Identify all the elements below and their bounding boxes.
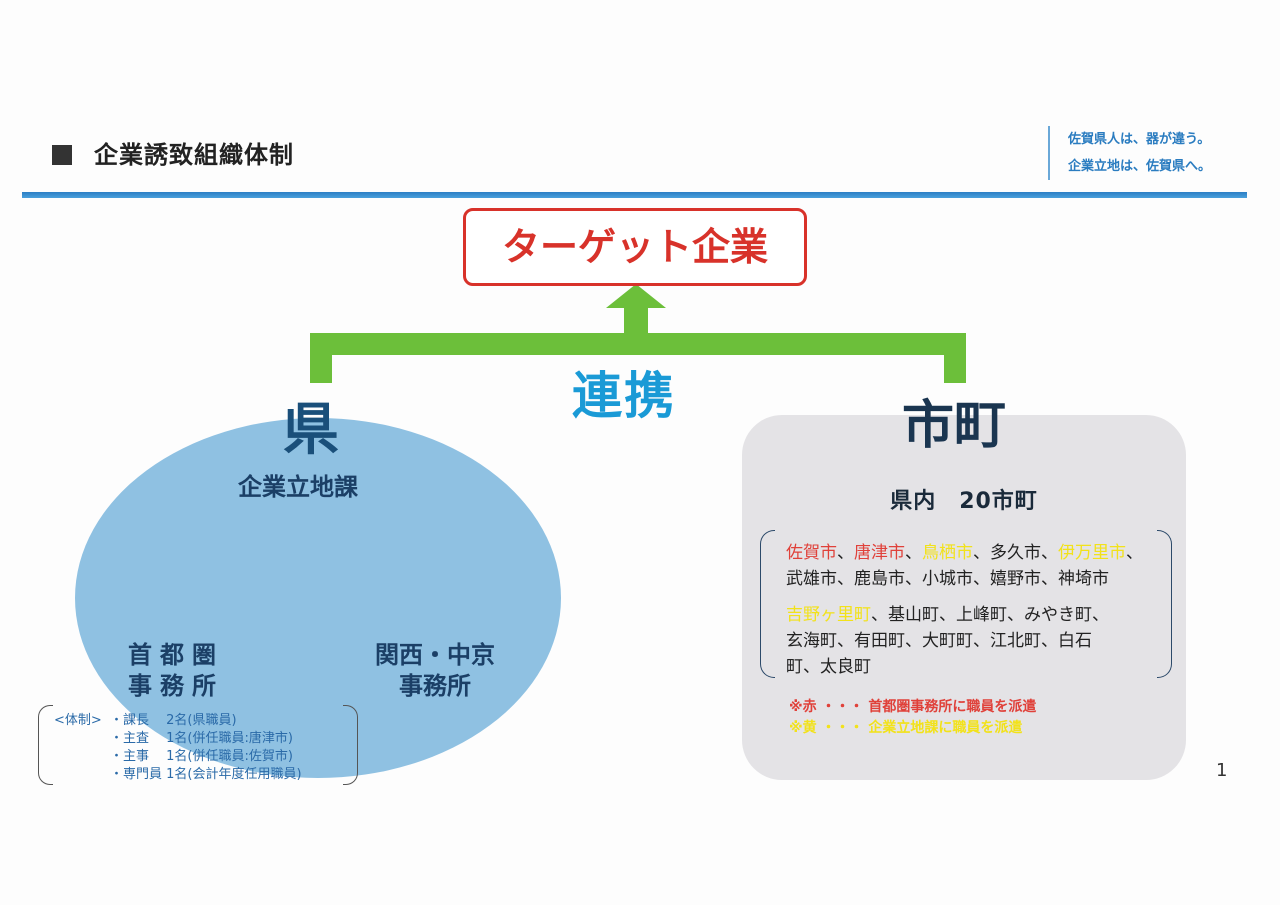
target-company-box: ターゲット企業 [463,208,807,286]
structure-row: ・課長 2名(県職員) [110,713,237,728]
kansai-chukyo-office: 関西・中京 事務所 [375,641,495,700]
staff-structure: <体制> ・課長 2名(県職員) ・主査 1名(併任職員:唐津市) ・主事 1名… [38,705,358,785]
structure-row: ・主査 1名(併任職員:唐津市) [110,731,293,746]
cooperation-label: 連携 [572,367,676,425]
municipalities-label: 市町 [902,396,1007,456]
city: 鳥栖市 [922,543,973,563]
right-bracket [343,705,358,785]
tokyo-office: 首都圏 事務所 [128,641,224,700]
list-line-5: 町、太良町 [786,657,871,677]
square-bullet-icon [52,145,72,165]
city: 伊万里市 [1058,543,1126,563]
cities: 、多久市、 [973,543,1058,563]
tagline-2: 企業立地は、佐賀県へ。 [1068,159,1212,174]
green-connector [310,284,966,383]
structure-row: ・専門員 1名(会計年度任用職員) [110,767,302,782]
municipalities-box [742,415,1186,780]
prefecture-label: 県 [283,398,339,463]
list-line-3: 吉野ヶ里町、基山町、上峰町、みやき町、 [786,600,1109,625]
tagline: 佐賀県人は、器が違う。企業立地は、佐賀県へ。 [1048,126,1211,180]
prefecture-ellipse [75,418,561,778]
list-line-1: 佐賀市、唐津市、鳥栖市、多久市、伊万里市、 [786,543,1143,563]
towns: 、基山町、上峰町、みやき町、 [871,605,1109,625]
page-number: 1 [1216,760,1228,781]
structure-heading: <体制> [54,713,102,728]
city: 佐賀市 [786,543,837,563]
list-line-2: 武雄市、鹿島市、小城市、嬉野市、神埼市 [786,569,1109,589]
note-yellow: ※黄 ・・・ 企業立地課に職員を派遣 [789,720,1023,736]
municipality-list: 佐賀市、唐津市、鳥栖市、多久市、伊万里市、 武雄市、鹿島市、小城市、嬉野市、神埼… [760,530,1172,678]
town: 吉野ヶ里町 [786,605,871,625]
header-rule [22,192,1247,198]
page-title: 企業誘致組織体制 [52,135,294,170]
title-text: 企業誘致組織体制 [94,141,294,169]
structure-row: ・主事 1名(併任職員:佐賀市) [110,749,293,764]
up-arrow-icon [606,284,666,308]
left-bracket [760,530,775,678]
list-line-4: 玄海町、有田町、大町町、江北町、白石 [786,631,1092,651]
tagline-1: 佐賀県人は、器が違う。 [1068,132,1211,147]
municipality-count: 県内 20市町 [890,489,1038,514]
city: 唐津市 [854,543,905,563]
right-bracket [1157,530,1172,678]
note-red: ※赤 ・・・ 首都圏事務所に職員を派遣 [789,699,1037,715]
business-location-division: 企業立地課 [238,473,358,501]
left-bracket [38,705,53,785]
